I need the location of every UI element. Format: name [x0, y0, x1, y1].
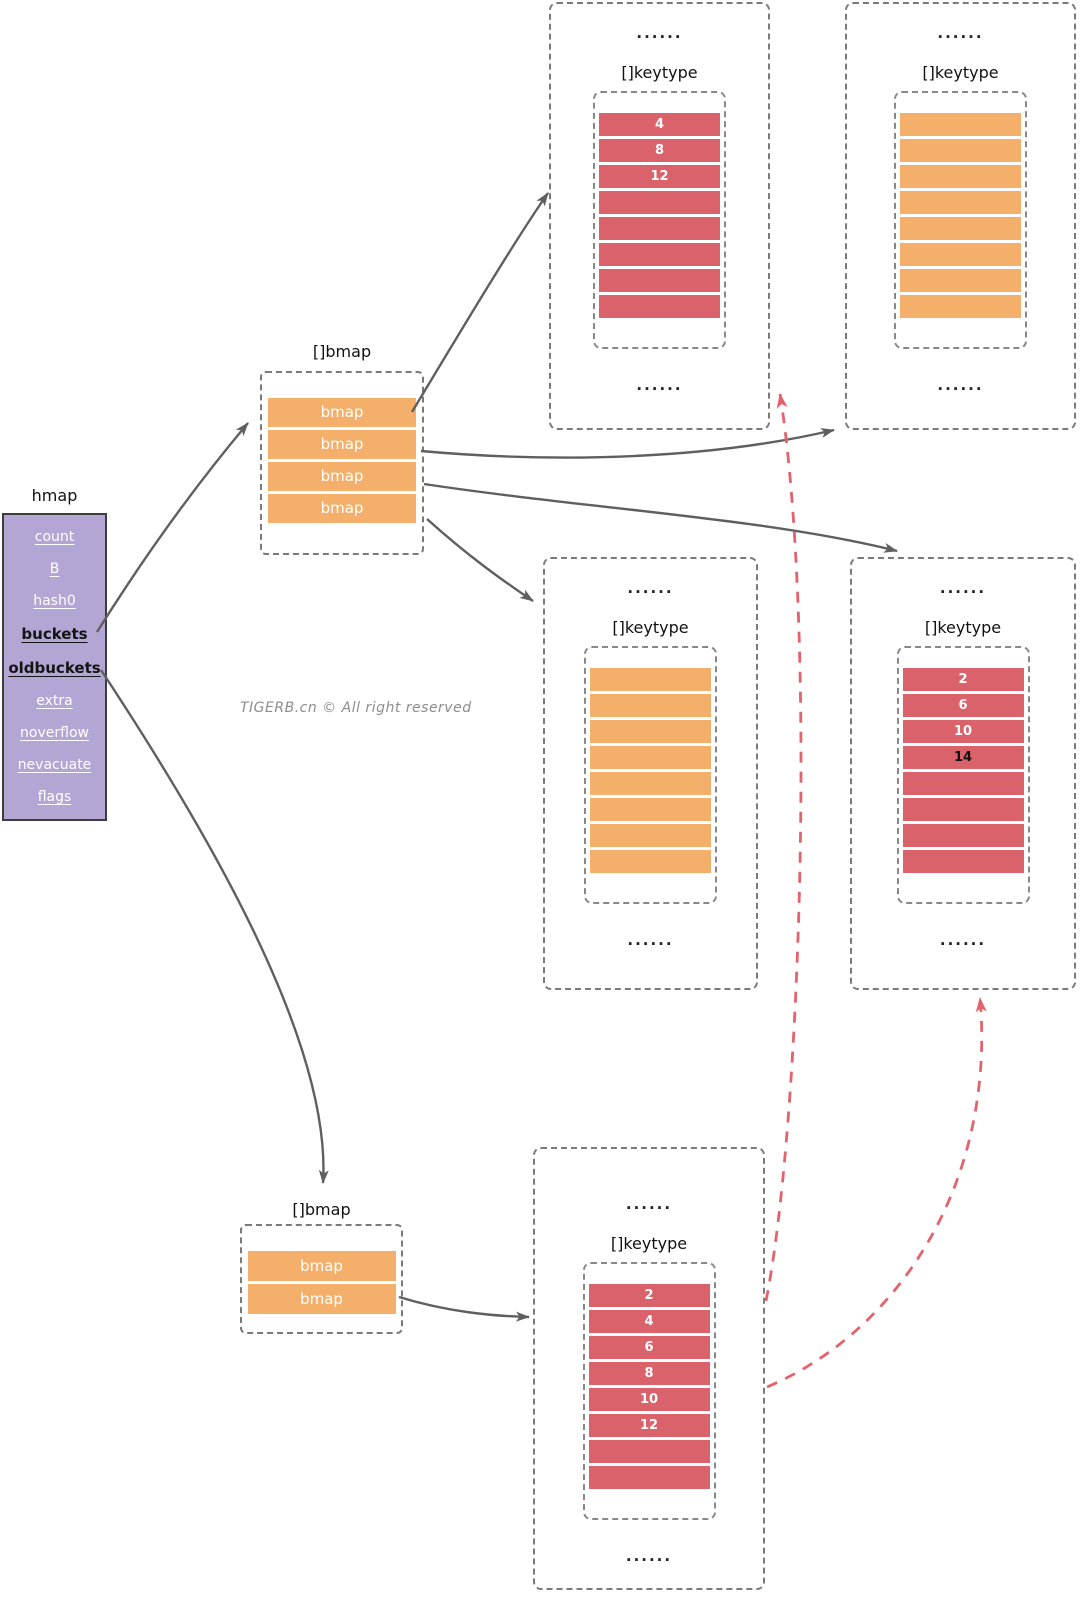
keytype-cell — [590, 720, 711, 743]
keytype-cell — [599, 269, 720, 292]
ellipsis-bottom: ...... — [937, 376, 984, 394]
keytype-array — [584, 646, 717, 904]
arrow-oldbuckets-to-old-bmap — [99, 669, 329, 1184]
keytype-cell-new-key: 14 — [902, 746, 1024, 769]
keytype-cell — [590, 668, 711, 691]
keytype-cell — [900, 165, 1021, 188]
ellipsis-top: ...... — [939, 579, 987, 597]
keytype-cell — [590, 850, 711, 873]
keytype-cell — [599, 243, 720, 266]
keytype-cell — [900, 243, 1021, 266]
new-bmap-title: []bmap — [312, 342, 372, 361]
arrow-bmap0-to-keytype0 — [410, 192, 549, 413]
keytype-title: []keytype — [612, 618, 689, 637]
hmap-field-hash0: hash0 — [33, 593, 76, 609]
bmap-row: bmap — [268, 462, 416, 491]
keytype-cell — [590, 772, 711, 795]
ellipsis-bottom: ...... — [625, 1547, 673, 1565]
keytype-cell — [900, 191, 1021, 214]
keytype-cell — [902, 850, 1024, 873]
keytype-cell — [590, 824, 711, 847]
keytype-title: []keytype — [924, 618, 1002, 637]
keytype-cell — [599, 191, 720, 214]
hmap-field-noverflow: noverflow — [20, 725, 89, 741]
bmap-row: bmap — [247, 1284, 396, 1314]
ellipsis-top: ...... — [937, 24, 984, 42]
keytype-group-new-bucket3: ...... []keytype 2 6 10 14 ...... — [850, 557, 1076, 990]
arrow-bmap2-to-keytype3 — [423, 482, 898, 553]
hmap-field-buckets: buckets — [21, 625, 88, 643]
keytype-cell — [902, 798, 1024, 821]
ellipsis-bottom: ...... — [636, 376, 683, 394]
evacuate-arrow-old-to-keytype0 — [764, 393, 803, 1302]
keytype-array: 2 6 10 14 — [896, 646, 1030, 904]
old-bmap-array: bmap bmap — [240, 1224, 403, 1334]
keytype-array: 2 4 6 8 10 12 — [582, 1262, 716, 1520]
hmap-field-count: count — [34, 529, 75, 545]
keytype-cell — [590, 746, 711, 769]
hmap-field-nevacuate: nevacuate — [17, 757, 92, 773]
ellipsis-top: ...... — [627, 579, 674, 597]
watermark-text: TIGERB.cn © All right reserved — [240, 700, 472, 716]
keytype-cell — [900, 217, 1021, 240]
keytype-cell: 10 — [588, 1388, 710, 1411]
keytype-cell — [902, 824, 1024, 847]
keytype-cell — [900, 269, 1021, 292]
keytype-array — [894, 91, 1027, 349]
keytype-cell: 6 — [902, 694, 1024, 717]
new-bmap-array: bmap bmap bmap bmap — [260, 371, 424, 555]
keytype-cell: 6 — [588, 1336, 710, 1359]
keytype-cell — [588, 1466, 710, 1489]
keytype-cell — [590, 694, 711, 717]
keytype-group-new-bucket1: ...... []keytype ...... — [845, 2, 1076, 430]
hmap-title: hmap — [31, 486, 78, 505]
bmap-row: bmap — [268, 494, 416, 523]
keytype-cell: 2 — [588, 1284, 710, 1307]
keytype-cell: 4 — [588, 1310, 710, 1333]
hmap-field-extra: extra — [36, 693, 73, 709]
arrow-bmap3-to-keytype2 — [426, 518, 534, 602]
ellipsis-top: ...... — [625, 1195, 673, 1213]
old-bmap-title: []bmap — [292, 1200, 351, 1219]
keytype-cell: 12 — [588, 1414, 710, 1437]
bmap-row: bmap — [247, 1251, 396, 1281]
arrow-bmap1-to-keytype1 — [420, 428, 835, 459]
bmap-row: bmap — [268, 398, 416, 427]
hmap-field-flags: flags — [37, 789, 72, 805]
ellipsis-bottom: ...... — [939, 931, 987, 949]
arrow-buckets-to-new-bmap — [95, 422, 249, 633]
keytype-cell — [900, 113, 1021, 136]
keytype-cell — [900, 295, 1021, 318]
evacuate-arrow-old-to-keytype3 — [766, 997, 987, 1389]
ellipsis-top: ...... — [636, 24, 683, 42]
keytype-cell — [599, 295, 720, 318]
keytype-cell — [590, 798, 711, 821]
keytype-array: 4 8 12 — [593, 91, 726, 349]
keytype-group-new-bucket2: ...... []keytype ...... — [543, 557, 758, 990]
keytype-cell: 8 — [588, 1362, 710, 1385]
hmap-field-b: B — [49, 561, 60, 577]
bmap-row: bmap — [268, 430, 416, 459]
keytype-cell — [599, 217, 720, 240]
keytype-group-new-bucket0: ...... []keytype 4 8 12 ...... — [549, 2, 770, 430]
keytype-cell: 10 — [902, 720, 1024, 743]
keytype-cell: 4 — [599, 113, 720, 136]
ellipsis-bottom: ...... — [627, 931, 674, 949]
keytype-title: []keytype — [610, 1234, 688, 1253]
hmap-struct: count B hash0 buckets oldbuckets extra n… — [2, 513, 107, 821]
keytype-group-old-bucket: ...... []keytype 2 4 6 8 10 12 ...... — [533, 1147, 765, 1590]
keytype-cell: 12 — [599, 165, 720, 188]
keytype-title: []keytype — [922, 63, 999, 82]
keytype-title: []keytype — [621, 63, 698, 82]
keytype-cell — [588, 1440, 710, 1463]
hmap-field-oldbuckets: oldbuckets — [8, 659, 101, 677]
arrow-old-bmap-to-old-keytype — [398, 1295, 530, 1322]
keytype-cell — [902, 772, 1024, 795]
keytype-cell — [900, 139, 1021, 162]
keytype-cell: 8 — [599, 139, 720, 162]
keytype-cell: 2 — [902, 668, 1024, 691]
